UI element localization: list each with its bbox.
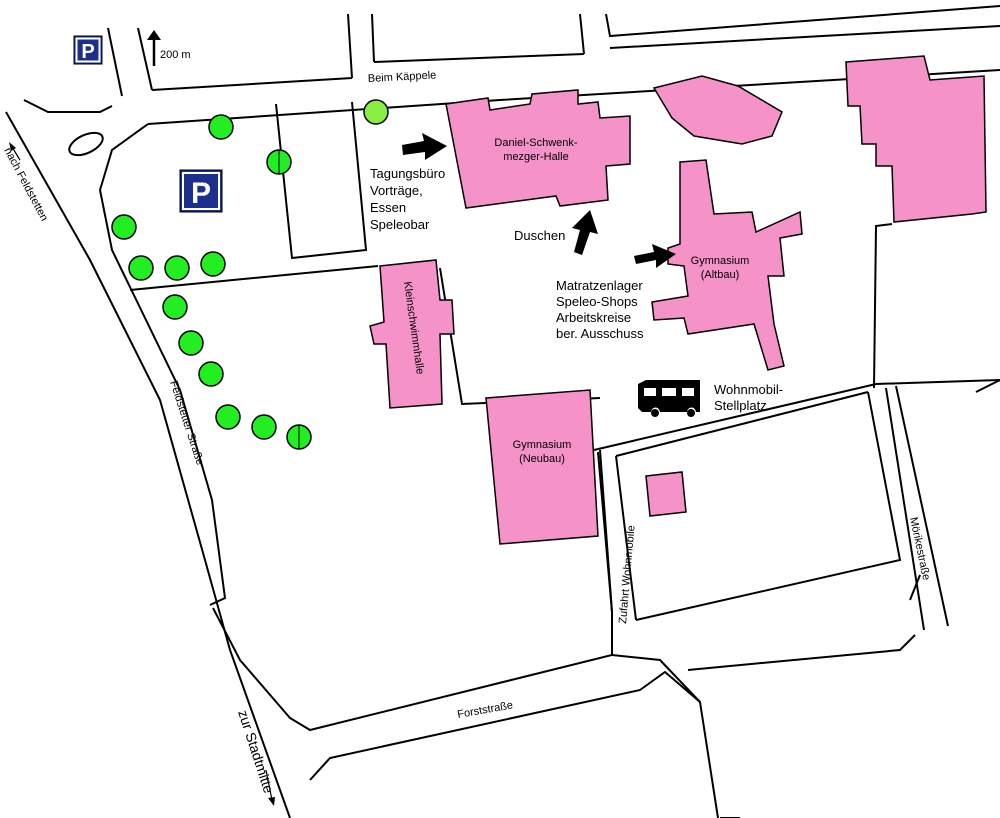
building-gymnasium-altbau — [651, 159, 803, 371]
road-top-line — [373, 53, 585, 63]
arrow-icon — [402, 133, 447, 160]
building-label-daniel-1: Daniel-Schwenk- — [494, 137, 577, 149]
road-beim-kaeppele-south — [147, 69, 1000, 125]
road-zufahrt-west — [597, 451, 613, 613]
road-beim-kaeppele-east — [609, 25, 1000, 49]
building-label-neubau-2: (Neubau) — [519, 453, 565, 465]
tree — [128, 255, 154, 281]
tree — [251, 414, 277, 440]
road-lower-right — [611, 654, 701, 703]
building-label-altbau-2: (Altbau) — [701, 269, 740, 281]
trees — [111, 99, 389, 450]
tree — [164, 255, 190, 281]
road-lower-right-3 — [909, 574, 921, 601]
road-wohnmobil-lot-north-2 — [615, 391, 869, 457]
road-wohnmobil-lot-east — [635, 391, 902, 621]
street-forststrasse: Forststraße — [456, 699, 513, 721]
sports-field-outline — [275, 101, 368, 260]
tree — [215, 404, 241, 430]
building-small-square — [645, 471, 687, 517]
road-top-mid-vertical — [347, 13, 353, 79]
road-parking-divider — [129, 265, 379, 291]
road-moerikestrasse-east — [885, 387, 925, 631]
road-top-left-vertical-1 — [107, 27, 123, 97]
road-feldstetter-west — [5, 111, 291, 818]
road-feldstetter-east — [98, 123, 227, 606]
arrow-icon — [634, 244, 676, 268]
annotation-wohnmobil-line: Stellplatz — [714, 398, 767, 413]
motorhome-icon — [638, 380, 700, 417]
road-beim-kaeppele-north — [151, 77, 353, 91]
buildings — [369, 55, 987, 545]
annotation-tagung-line: Vorträge, — [370, 183, 423, 198]
tree — [208, 114, 234, 140]
annotation-tagung-line: Speleobar — [370, 217, 430, 232]
arrow-icon — [265, 769, 275, 806]
building-label-daniel-2: mezger-Halle — [503, 151, 568, 163]
direction-nach-feldstetten: nach Feldstetten — [1, 146, 50, 223]
street-beim-kaeppele: Beim Käppele — [368, 69, 437, 85]
tree — [162, 294, 188, 320]
road-network — [5, 5, 1000, 818]
road-right-edge — [975, 379, 1000, 393]
road-zufahrt-east — [615, 455, 637, 621]
annotation-matratzen-line: Speleo-Shops — [556, 294, 638, 309]
building-oval-roof — [652, 75, 783, 145]
distance-label: 200 m — [160, 49, 191, 61]
annotation-tagung-line: Essen — [370, 200, 406, 215]
road-top-left-vertical-2 — [23, 99, 113, 113]
arrow-icon — [9, 142, 21, 161]
road-top-mid-vertical-4 — [605, 5, 1000, 38]
parking-icon: P — [73, 35, 103, 65]
tree-light — [363, 99, 389, 125]
road-top-left-vertical-3 — [137, 27, 153, 91]
tree — [111, 214, 137, 240]
parking-symbol: P — [81, 41, 94, 63]
annotation-matratzen-line: Arbeitskreise — [556, 310, 631, 325]
street-feldstetter-strasse: Feldstetter Straße — [167, 379, 206, 466]
building-gymnasium-neubau — [485, 389, 599, 545]
annotation-duschen: Duschen — [514, 228, 565, 243]
parking-icon: P — [179, 169, 223, 213]
annotation-wohnmobil-line: Wohnmobil- — [714, 382, 783, 397]
tree — [200, 251, 226, 277]
road-top-mid-vertical-3 — [579, 13, 585, 55]
arrow-icon — [147, 30, 161, 66]
road-wohnmobil-lot-north — [593, 379, 1000, 451]
annotation-matratzen-line: Matratzenlager — [556, 278, 643, 293]
road-lower-right-2 — [687, 634, 916, 671]
tree — [198, 361, 224, 387]
parking-symbol: P — [191, 177, 211, 210]
building-label-neubau-1: Gymnasium — [513, 439, 572, 451]
building-kleinschwimmhalle — [369, 259, 455, 409]
road-top-mid-vertical-2 — [371, 13, 375, 63]
road-moerikestrasse-west — [873, 223, 893, 389]
annotation-tagung-line: Tagungsbüro — [370, 166, 445, 181]
building-northeast — [845, 55, 987, 223]
arrow-icon — [572, 210, 598, 255]
building-daniel-schwenkmezger-halle — [445, 89, 631, 209]
roundabout-island — [68, 131, 104, 157]
arrows — [9, 30, 676, 806]
building-label-altbau-1: Gymnasium — [691, 255, 750, 267]
annotation-matratzen-line: ber. Ausschuss — [556, 326, 644, 341]
road-moerikestrasse-east-2 — [895, 385, 949, 627]
road-forststrasse-south — [309, 670, 719, 818]
tree — [178, 330, 204, 356]
